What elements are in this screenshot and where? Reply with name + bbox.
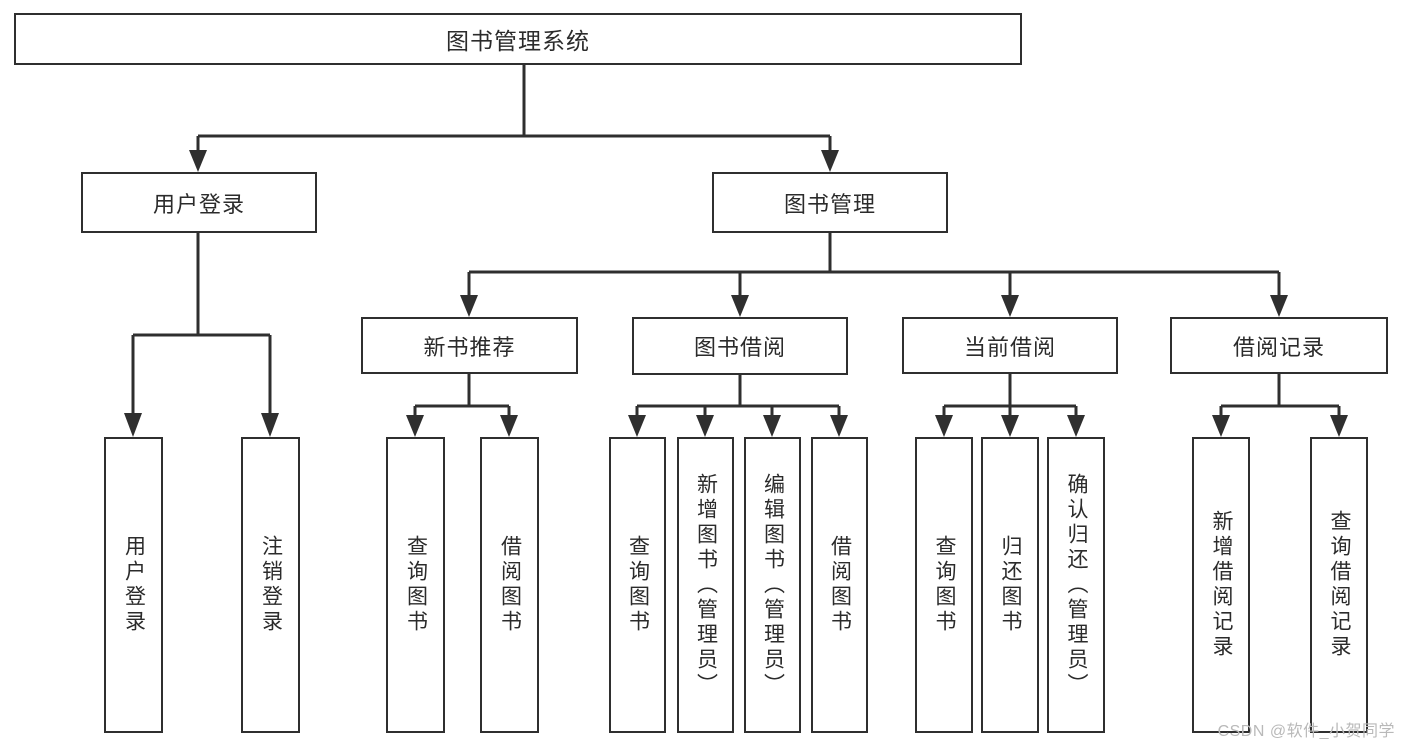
arrowhead-current-leaf-3 [1067,415,1085,437]
arrowhead-current-borrow [1001,295,1019,317]
node-book-borrow-label: 图书借阅 [693,335,786,360]
node-new-book-recommend[interactable]: 新书推荐 [361,317,578,374]
leaf-new-book-1[interactable]: 查询图书 [386,437,445,733]
node-root-label: 图书管理系统 [446,28,590,54]
node-new-book-recommend-label: 新书推荐 [423,334,516,360]
leaf-current-borrow-3[interactable]: 确认归还（管理员） [1047,437,1105,733]
arrowhead-borrow-leaf-2 [696,415,714,437]
leaf-user-login-2-label: 注销登录 [259,535,283,635]
leaf-current-borrow-1-label: 查询图书 [933,535,957,635]
leaf-new-book-2-label: 借阅图书 [498,535,522,635]
arrowhead-borrow-leaf-4 [830,415,848,437]
arrowhead-record-leaf-1 [1212,415,1230,437]
arrowhead-new-book [460,295,478,317]
leaf-borrow-record-2-label: 查询借阅记录 [1328,510,1352,660]
leaf-current-borrow-3-label: 确认归还（管理员） [1065,472,1089,698]
node-borrow-record-label: 借阅记录 [1232,334,1325,360]
leaf-borrow-record-1[interactable]: 新增借阅记录 [1192,437,1250,733]
leaf-book-borrow-4-label: 借阅图书 [828,535,852,635]
node-book-management-label: 图书管理 [783,191,876,217]
arrowhead-borrow-leaf-1 [628,415,646,437]
node-current-borrow-label: 当前借阅 [963,334,1056,360]
arrowhead-newbook-leaf-2 [500,415,518,437]
arrowhead-book-borrow [731,295,749,317]
node-current-borrow[interactable]: 当前借阅 [902,317,1118,374]
leaf-book-borrow-1[interactable]: 查询图书 [609,437,666,733]
leaf-user-login-1[interactable]: 用户登录 [104,437,163,733]
leaf-user-login-1-label: 用户登录 [122,535,146,635]
leaf-new-book-2[interactable]: 借阅图书 [480,437,539,733]
arrowhead-borrow-record [1270,295,1288,317]
arrowhead-login-leaf-1 [124,413,142,437]
leaf-current-borrow-2-label: 归还图书 [999,535,1023,635]
leaf-new-book-1-label: 查询图书 [404,535,428,635]
node-user-login-label: 用户登录 [152,191,245,217]
leaf-book-borrow-4[interactable]: 借阅图书 [811,437,868,733]
leaf-book-borrow-1-label: 查询图书 [626,535,650,635]
leaf-borrow-record-1-label: 新增借阅记录 [1210,510,1234,660]
arrowhead-record-leaf-2 [1330,415,1348,437]
arrowhead-current-leaf-1 [935,415,953,437]
node-user-login[interactable]: 用户登录 [81,172,317,233]
arrowhead-borrow-leaf-3 [763,415,781,437]
node-book-borrow[interactable]: 图书借阅 [632,317,848,375]
node-book-management[interactable]: 图书管理 [712,172,948,233]
leaf-current-borrow-1[interactable]: 查询图书 [915,437,973,733]
arrowhead-newbook-leaf-1 [406,415,424,437]
leaf-book-borrow-2-label: 新增图书（管理员） [694,472,718,698]
node-borrow-record[interactable]: 借阅记录 [1170,317,1388,374]
arrowhead-current-leaf-2 [1001,415,1019,437]
leaf-book-borrow-3[interactable]: 编辑图书（管理员） [744,437,801,733]
leaf-borrow-record-2[interactable]: 查询借阅记录 [1310,437,1368,733]
node-root[interactable]: 图书管理系统 [14,13,1022,65]
arrowhead-login-leaf-2 [261,413,279,437]
leaf-user-login-2[interactable]: 注销登录 [241,437,300,733]
arrowhead-user-login [189,150,207,172]
leaf-book-borrow-3-label: 编辑图书（管理员） [761,472,785,698]
arrowhead-book-manage [821,150,839,172]
leaf-book-borrow-2[interactable]: 新增图书（管理员） [677,437,734,733]
leaf-current-borrow-2[interactable]: 归还图书 [981,437,1039,733]
